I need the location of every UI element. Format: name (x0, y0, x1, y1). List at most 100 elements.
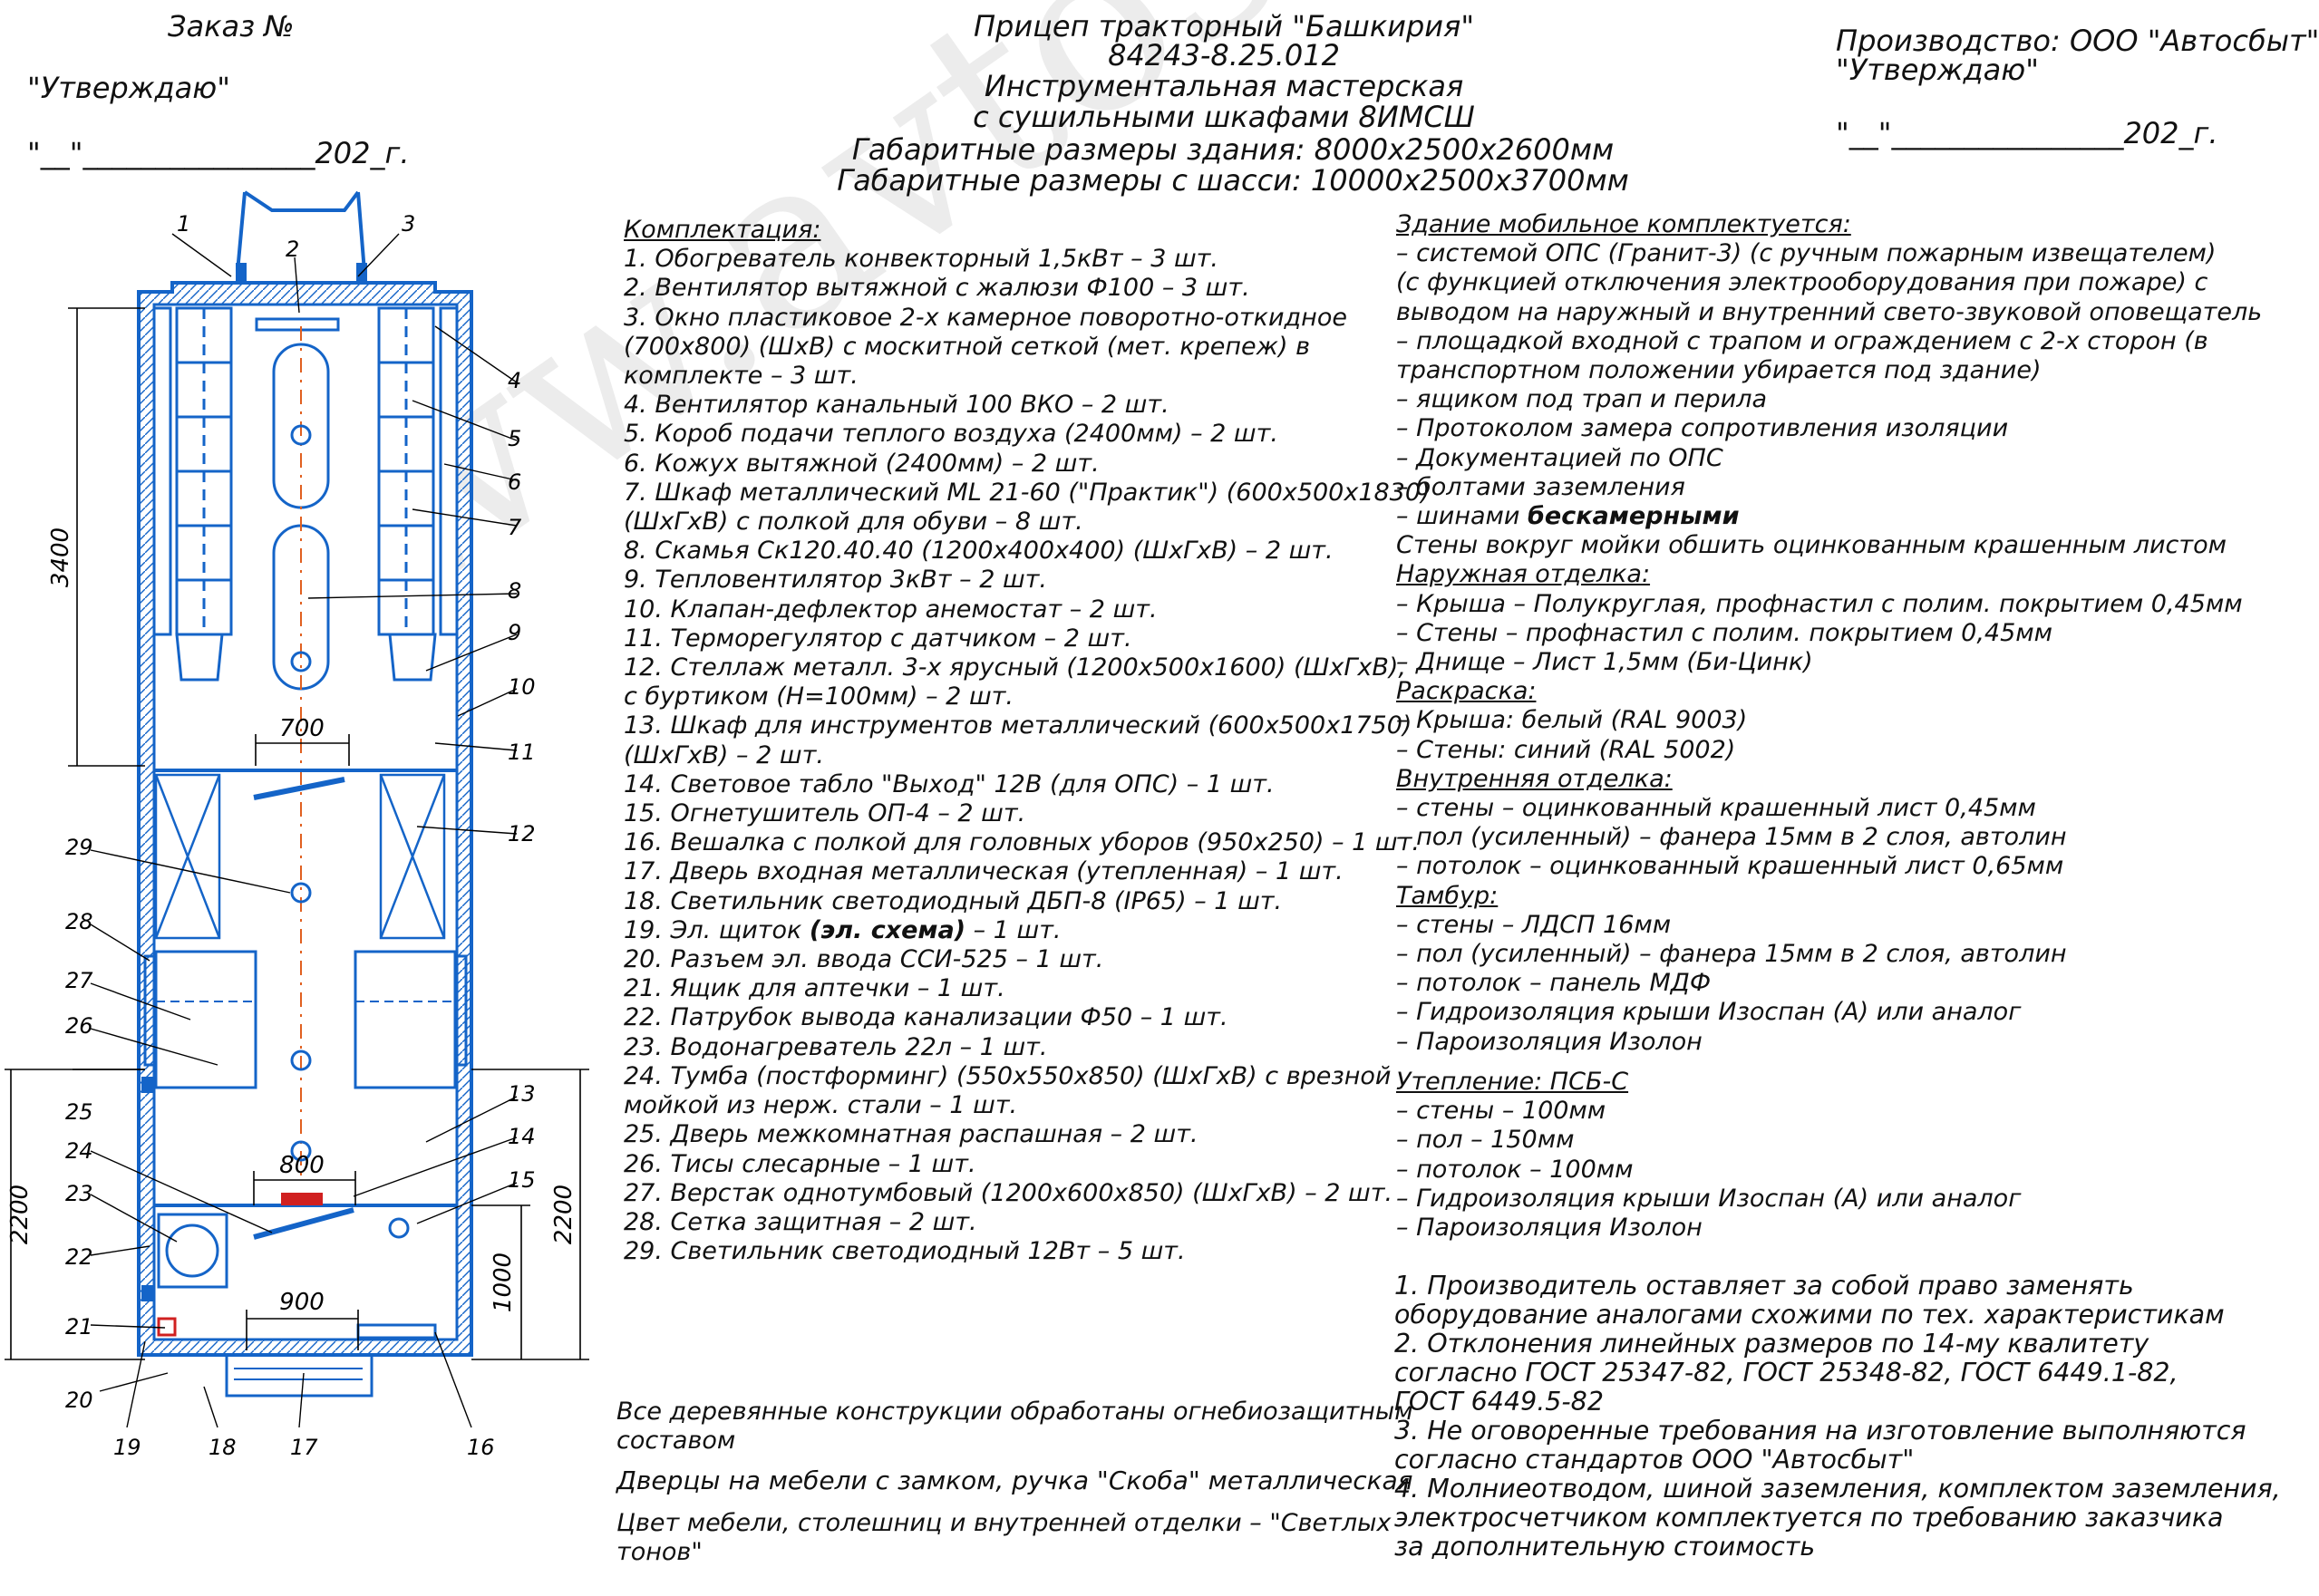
building-line-tyres: – шинами бескамерными (1396, 502, 1740, 531)
dim-2200-left: 2200 (6, 1185, 34, 1244)
kit-line: 7. Шкаф металлический ML 21-60 ("Практик… (624, 478, 1431, 507)
kit-line: 14. Световое табло "Выход" 12В (для ОПС)… (624, 769, 1275, 798)
callout-28: 28 (65, 909, 93, 934)
insul-line: – Пароизоляция Изолон (1396, 1213, 1703, 1242)
kit-line: 27. Верстак однотумбовый (1200х600х850) … (624, 1178, 1393, 1207)
kit-heading: Комплектация: (624, 216, 821, 244)
date-left-field: "__"________________202_г. (27, 136, 410, 170)
kit-line: 23. Водонагреватель 22л – 1 шт. (624, 1032, 1048, 1061)
kit-line: мойкой из нерж. стали – 1 шт. (624, 1091, 1018, 1120)
note-line: 1. Производитель оставляет за собой прав… (1394, 1271, 2134, 1301)
kit-line: 24. Тумба (постформинг) (550х550х850) (Ш… (624, 1061, 1392, 1090)
callout-9: 9 (508, 620, 521, 645)
kit-line: 3. Окно пластиковое 2-х камерное поворот… (624, 303, 1347, 332)
callout-16: 16 (467, 1435, 495, 1460)
callout-21: 21 (65, 1314, 93, 1340)
note-line: 3. Не оговоренные требования на изготовл… (1394, 1416, 2246, 1446)
title-line-1: Прицеп тракторный "Башкирия" (973, 9, 1475, 44)
date-right-field: "__"________________202_г. (1836, 116, 2218, 150)
kit-line: 10. Клапан-дефлектор анемостат – 2 шт. (624, 595, 1158, 624)
kit-line: 29. Светильник светодиодный 12Вт – 5 шт. (624, 1237, 1186, 1266)
doors-note: Дверцы на мебели с замком, ручка "Скоба"… (616, 1465, 1413, 1495)
wash-note: Стены вокруг мойки обшить оцинкованным к… (1396, 531, 2227, 560)
callout-8: 8 (508, 578, 521, 604)
callout-22: 22 (65, 1244, 93, 1270)
building-heading: Здание мобильное комплектуется: (1396, 210, 1851, 238)
kit-line-19: 19. Эл. щиток (эл. схема) – 1 шт. (624, 915, 1062, 944)
callout-3: 3 (402, 211, 415, 237)
kit-line: 15. Огнетушитель ОП-4 – 2 шт. (624, 799, 1026, 828)
dim-3400: 3400 (47, 527, 74, 587)
callout-12: 12 (508, 821, 536, 846)
paint-line: – Крыша: белый (RAL 9003) (1396, 706, 1748, 735)
outer-line: – Крыша – Полукруглая, профнастил с поли… (1396, 589, 2243, 618)
callout-25: 25 (65, 1099, 93, 1125)
note-line: согласно стандартов ООО "Автосбыт" (1394, 1445, 1915, 1475)
callout-4: 4 (508, 368, 521, 393)
floor-plan: 3400 2200 2200 1000 700 800 900 1 2 3 4 … (5, 190, 589, 1460)
callout-1: 1 (177, 211, 190, 237)
dim-900: 900 (279, 1289, 325, 1316)
note-line: электросчетчиком комплектуется по требов… (1394, 1503, 2224, 1533)
building-line: – болтами заземления (1396, 472, 1685, 501)
title-line-3: Инструментальная мастерская (984, 69, 1464, 103)
callout-10: 10 (508, 674, 536, 700)
note-line: ГОСТ 6449.5-82 (1394, 1387, 1604, 1417)
kit-line: 28. Сетка защитная – 2 шт. (624, 1207, 977, 1236)
outer-line: – Стены – профнастил с полим. покрытием … (1396, 618, 2053, 647)
callout-24: 24 (65, 1138, 93, 1164)
title-line-4: с сушильными шкафами 8ИМСШ (973, 100, 1475, 134)
inner-line: – пол (усиленный) – фанера 15мм в 2 слоя… (1396, 823, 2067, 852)
building-spec: Здание мобильное комплектуется: – систем… (1396, 210, 2262, 1243)
building-line: выводом на наружный и внутренний свето-з… (1396, 297, 2263, 326)
wardrobe-left (175, 306, 233, 636)
paint-heading: Раскраска: (1396, 677, 1537, 706)
dim-1000: 1000 (490, 1253, 517, 1312)
building-line: – Протоколом замера сопротивления изоляц… (1396, 414, 2009, 443)
kit-line: (ШхГхВ) – 2 шт. (624, 740, 824, 769)
note-line: за дополнительную стоимость (1394, 1532, 1816, 1562)
insul-heading: Утепление: ПСБ-С (1396, 1067, 1629, 1096)
outer-line: – Днище – Лист 1,5мм (Би-Цинк) (1396, 648, 1813, 677)
kit-line: 20. Разъем эл. ввода ССИ-525 – 1 шт. (624, 945, 1104, 974)
callout-11: 11 (508, 740, 536, 765)
kit-line: 16. Вешалка с полкой для головных уборов… (624, 828, 1420, 857)
inner-line: – стены – оцинкованный крашенный лист 0,… (1396, 794, 2036, 823)
building-line: – Документацией по ОПС (1396, 443, 1723, 472)
building-line: транспортном положении убирается под зда… (1396, 356, 2042, 385)
color-note: Цвет мебели, столешниц и внутренней отде… (616, 1509, 1392, 1567)
inner-heading: Внутренняя отделка: (1396, 764, 1673, 793)
note-line: 2. Отклонения линейных размеров по 14-му… (1394, 1329, 2149, 1359)
outer-heading: Наружная отделка: (1396, 560, 1651, 589)
building-line: – системой ОПС (Гранит-3) (с ручным пожа… (1396, 239, 2217, 268)
kit-line: 5. Короб подачи теплого воздуха (2400мм)… (624, 420, 1278, 449)
kit-line: комплекте – 3 шт. (624, 362, 859, 391)
kit-line: 12. Стеллаж металл. 3-х ярусный (1200х50… (624, 653, 1407, 682)
callout-5: 5 (508, 426, 521, 451)
light-fixtures (290, 424, 312, 1162)
dim-800: 800 (279, 1152, 325, 1179)
callout-13: 13 (508, 1081, 536, 1107)
kit-line: 18. Светильник светодиодный ДБП-8 (IP65)… (624, 886, 1283, 915)
insul-line: – потолок – 100мм (1396, 1155, 1634, 1184)
kit-line: 17. Дверь входная металлическая (утеплен… (624, 857, 1344, 886)
title-line-5: Габаритные размеры здания: 8000х2500х260… (851, 132, 1615, 167)
wardrobe-right (377, 306, 435, 636)
kit-line: с буртиком (Н=100мм) – 2 шт. (624, 682, 1014, 711)
kit-line: (700х800) (ШхВ) с москитной сеткой (мет.… (624, 332, 1310, 361)
kit-line: 26. Тисы слесарные – 1 шт. (624, 1149, 976, 1178)
producer-label: Производство: ООО "Автосбыт" (1836, 24, 2319, 58)
callout-14: 14 (508, 1124, 536, 1149)
kit-line: 25. Дверь межкомнатная распашная – 2 шт. (624, 1120, 1198, 1149)
callout-17: 17 (290, 1435, 318, 1460)
kit-line: 8. Скамья Ск120.40.40 (1200х400х400) (Шх… (624, 537, 1334, 566)
building-line: (с функцией отключения электрооборудован… (1396, 268, 2208, 297)
insul-line: – стены – 100мм (1396, 1097, 1606, 1126)
approve-right-label: "Утверждаю" (1836, 53, 2039, 87)
note-line: согласно ГОСТ 25347-82, ГОСТ 25348-82, Г… (1394, 1358, 2178, 1388)
order-number-label: Заказ № (168, 9, 295, 44)
kit-line: 21. Ящик для аптечки – 1 шт. (624, 974, 1005, 1003)
kit-line: 11. Терморегулятор с датчиком – 2 шт. (624, 624, 1132, 653)
callout-2: 2 (286, 237, 299, 262)
building-line: – ящиком под трап и перила (1396, 385, 1768, 414)
